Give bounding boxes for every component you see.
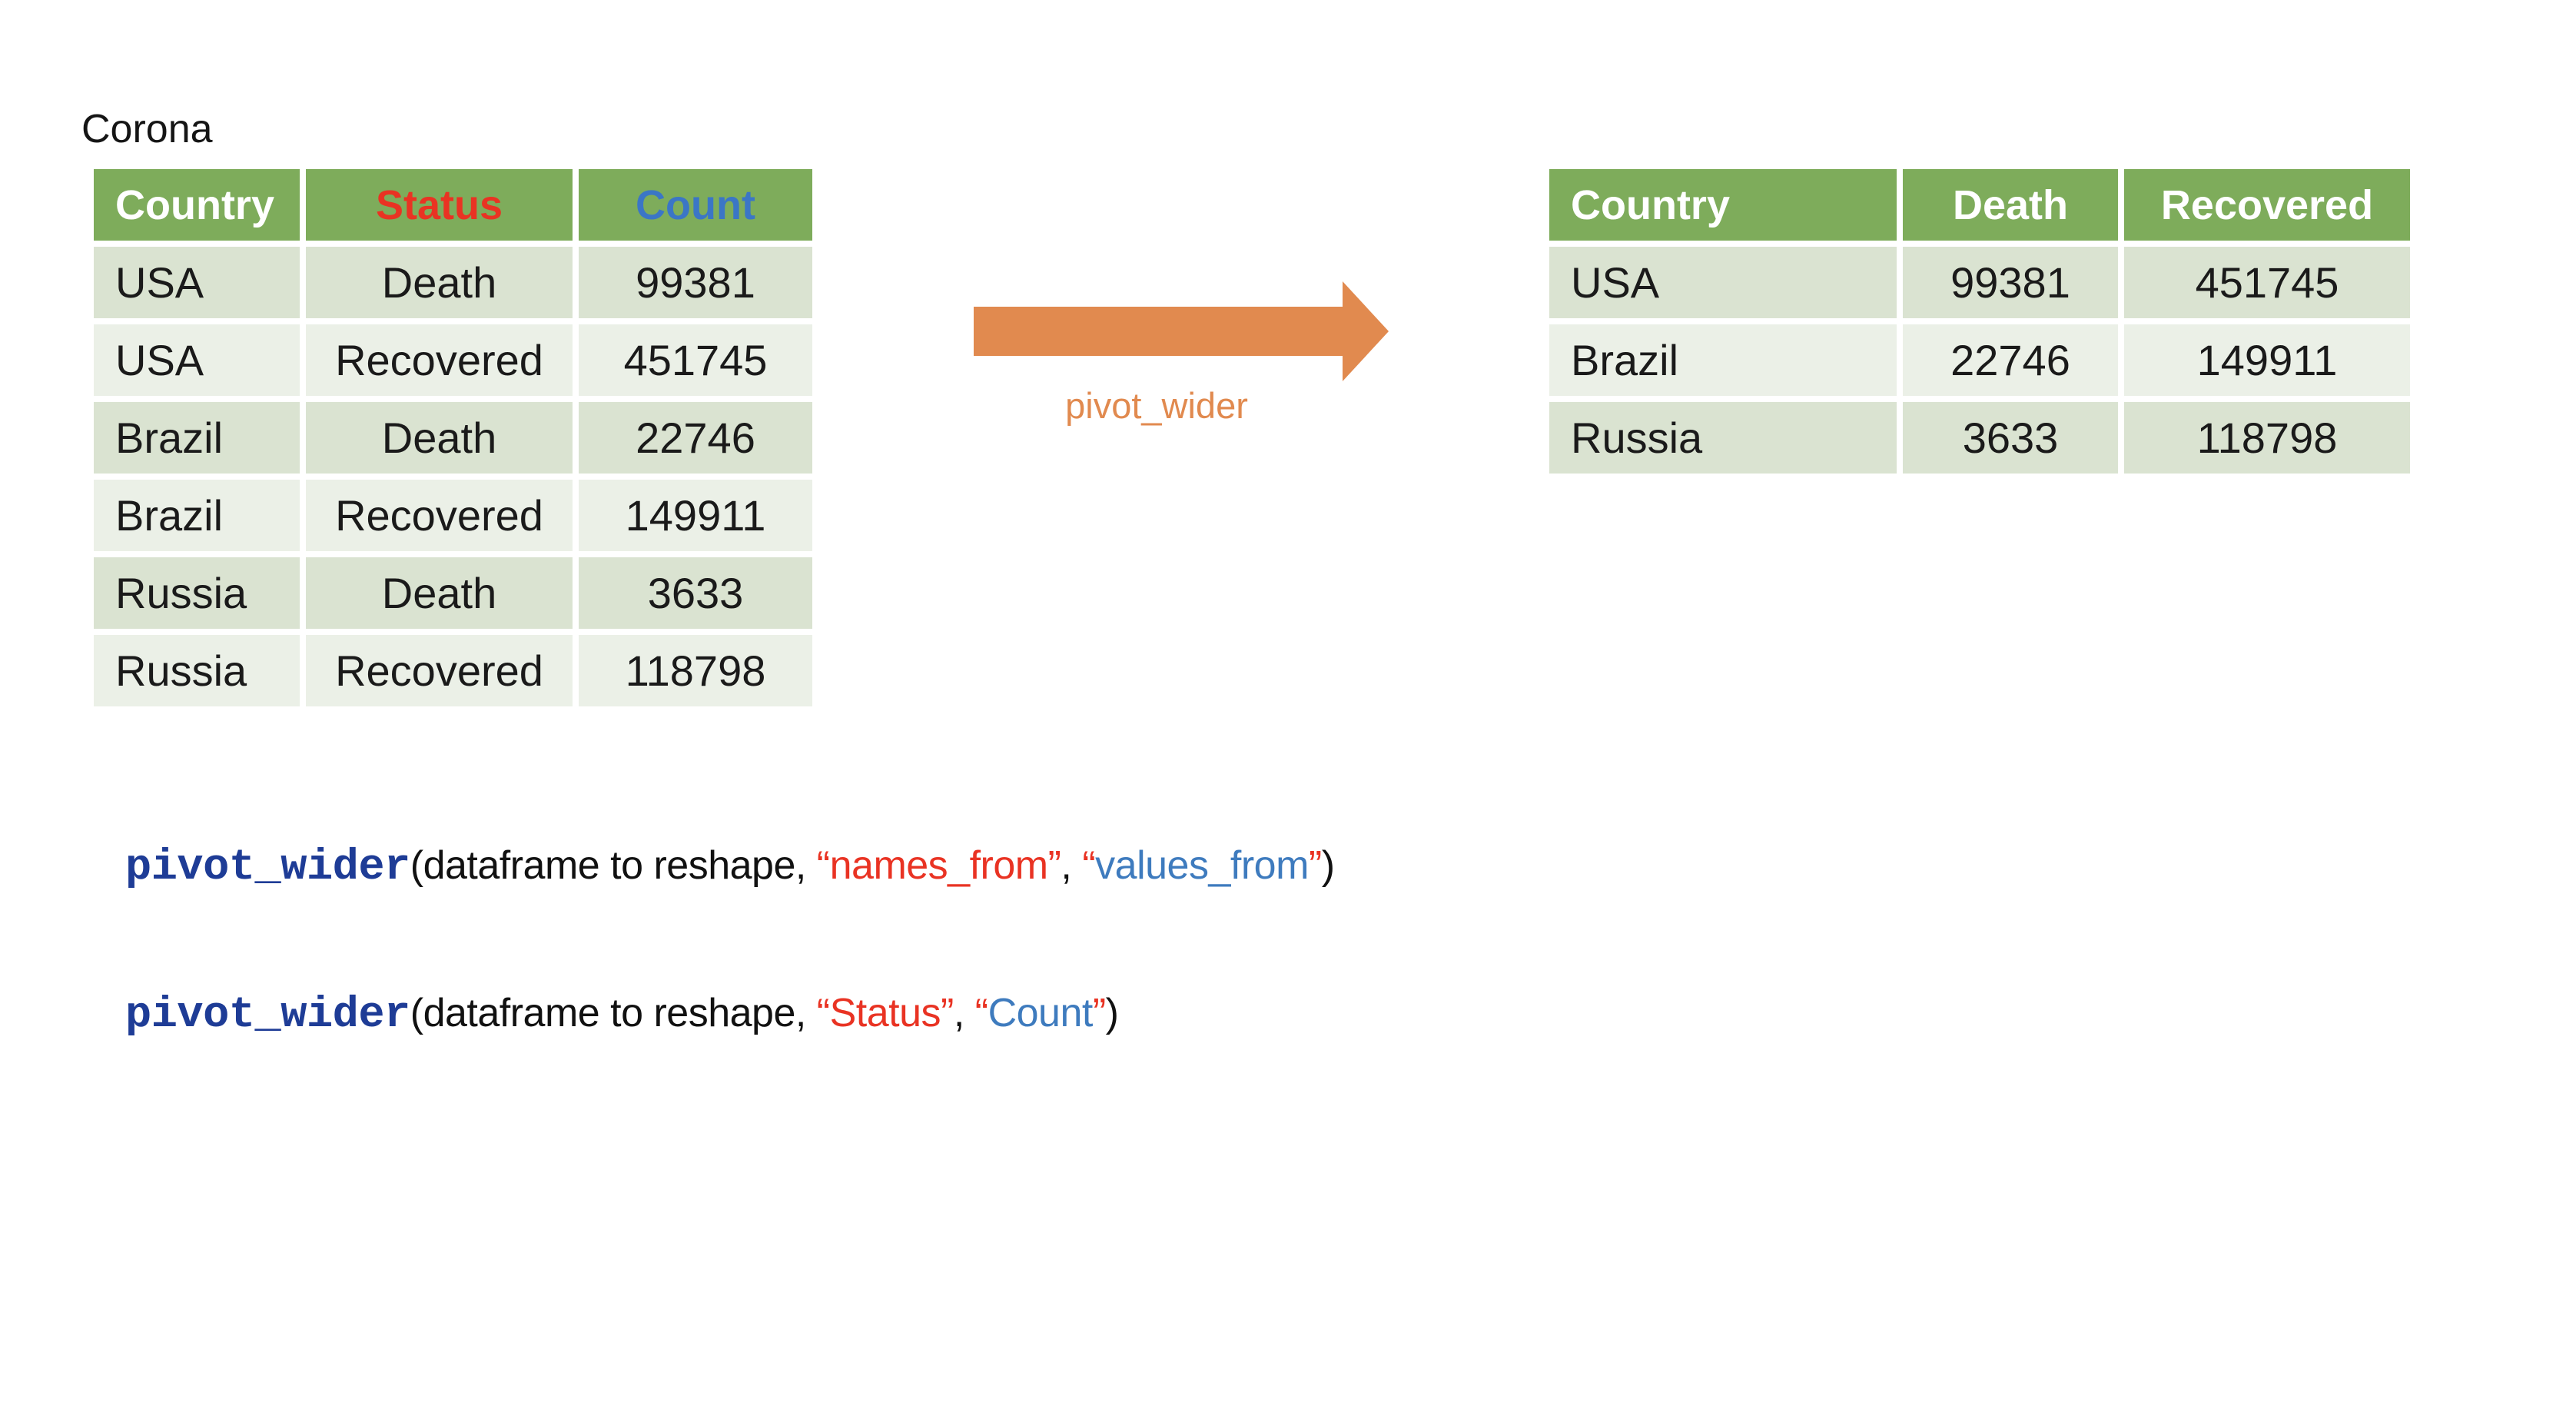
code-fn-name: pivot_wider	[125, 843, 410, 892]
right-row2-country: Russia	[1549, 402, 1897, 474]
left-row3-status: Recovered	[306, 480, 573, 551]
page-title: Corona	[81, 107, 213, 151]
left-row5-country: Russia	[94, 635, 300, 706]
left-row2-country: Brazil	[94, 402, 300, 474]
arrow-label: pivot_wider	[1065, 385, 1248, 426]
left-row0-count: 99381	[579, 247, 812, 318]
right-header-death: Death	[1903, 169, 2118, 241]
right-row0-recovered: 451745	[2124, 247, 2410, 318]
code-fn-name: pivot_wider	[125, 991, 410, 1040]
code-open-quote: “	[974, 991, 988, 1035]
left-row4-status: Death	[306, 557, 573, 629]
code-close-quote: ”	[1308, 843, 1322, 888]
code-close-paren: )	[1105, 991, 1119, 1035]
left-row5-count: 118798	[579, 635, 812, 706]
left-row4-country: Russia	[94, 557, 300, 629]
left-row3-count: 149911	[579, 480, 812, 551]
wide-format-table: Country Death Recovered USA 99381 451745…	[1549, 169, 2410, 474]
code-status-arg: “Status”	[816, 991, 954, 1035]
left-header-count: Count	[579, 169, 812, 241]
left-row0-status: Death	[306, 247, 573, 318]
left-row4-count: 3633	[579, 557, 812, 629]
right-row1-death: 22746	[1903, 324, 2118, 396]
left-row1-country: USA	[94, 324, 300, 396]
left-header-country: Country	[94, 169, 300, 241]
right-row1-recovered: 149911	[2124, 324, 2410, 396]
code-separator: ,	[1061, 843, 1083, 888]
code-values-from-arg: values_from	[1095, 843, 1309, 888]
left-row1-count: 451745	[579, 324, 812, 396]
left-header-status: Status	[306, 169, 573, 241]
left-row3-country: Brazil	[94, 480, 300, 551]
pivot-arrow-icon	[974, 281, 1389, 381]
code-close-quote: ”	[1092, 991, 1106, 1035]
left-row2-count: 22746	[579, 402, 812, 474]
left-row5-status: Recovered	[306, 635, 573, 706]
left-row0-country: USA	[94, 247, 300, 318]
right-row0-country: USA	[1549, 247, 1897, 318]
code-names-from-arg: “names_from”	[816, 843, 1061, 888]
right-header-country: Country	[1549, 169, 1897, 241]
right-header-recovered: Recovered	[2124, 169, 2410, 241]
right-row0-death: 99381	[1903, 247, 2118, 318]
code-line-example: pivot_wider(dataframe to reshape, “Statu…	[125, 990, 1119, 1040]
right-row2-death: 3633	[1903, 402, 2118, 474]
right-row2-recovered: 118798	[2124, 402, 2410, 474]
left-row1-status: Recovered	[306, 324, 573, 396]
code-count-arg: Count	[988, 991, 1094, 1035]
code-open-args: (dataframe to reshape,	[410, 991, 817, 1035]
long-format-table: Country Status Count USA Death 99381 USA…	[94, 169, 812, 706]
left-row2-status: Death	[306, 402, 573, 474]
code-close-paren: )	[1321, 843, 1335, 888]
code-line-signature: pivot_wider(dataframe to reshape, “names…	[125, 842, 1335, 892]
code-open-args: (dataframe to reshape,	[410, 843, 817, 888]
code-open-quote: “	[1082, 843, 1096, 888]
right-row1-country: Brazil	[1549, 324, 1897, 396]
code-separator: ,	[953, 991, 975, 1035]
